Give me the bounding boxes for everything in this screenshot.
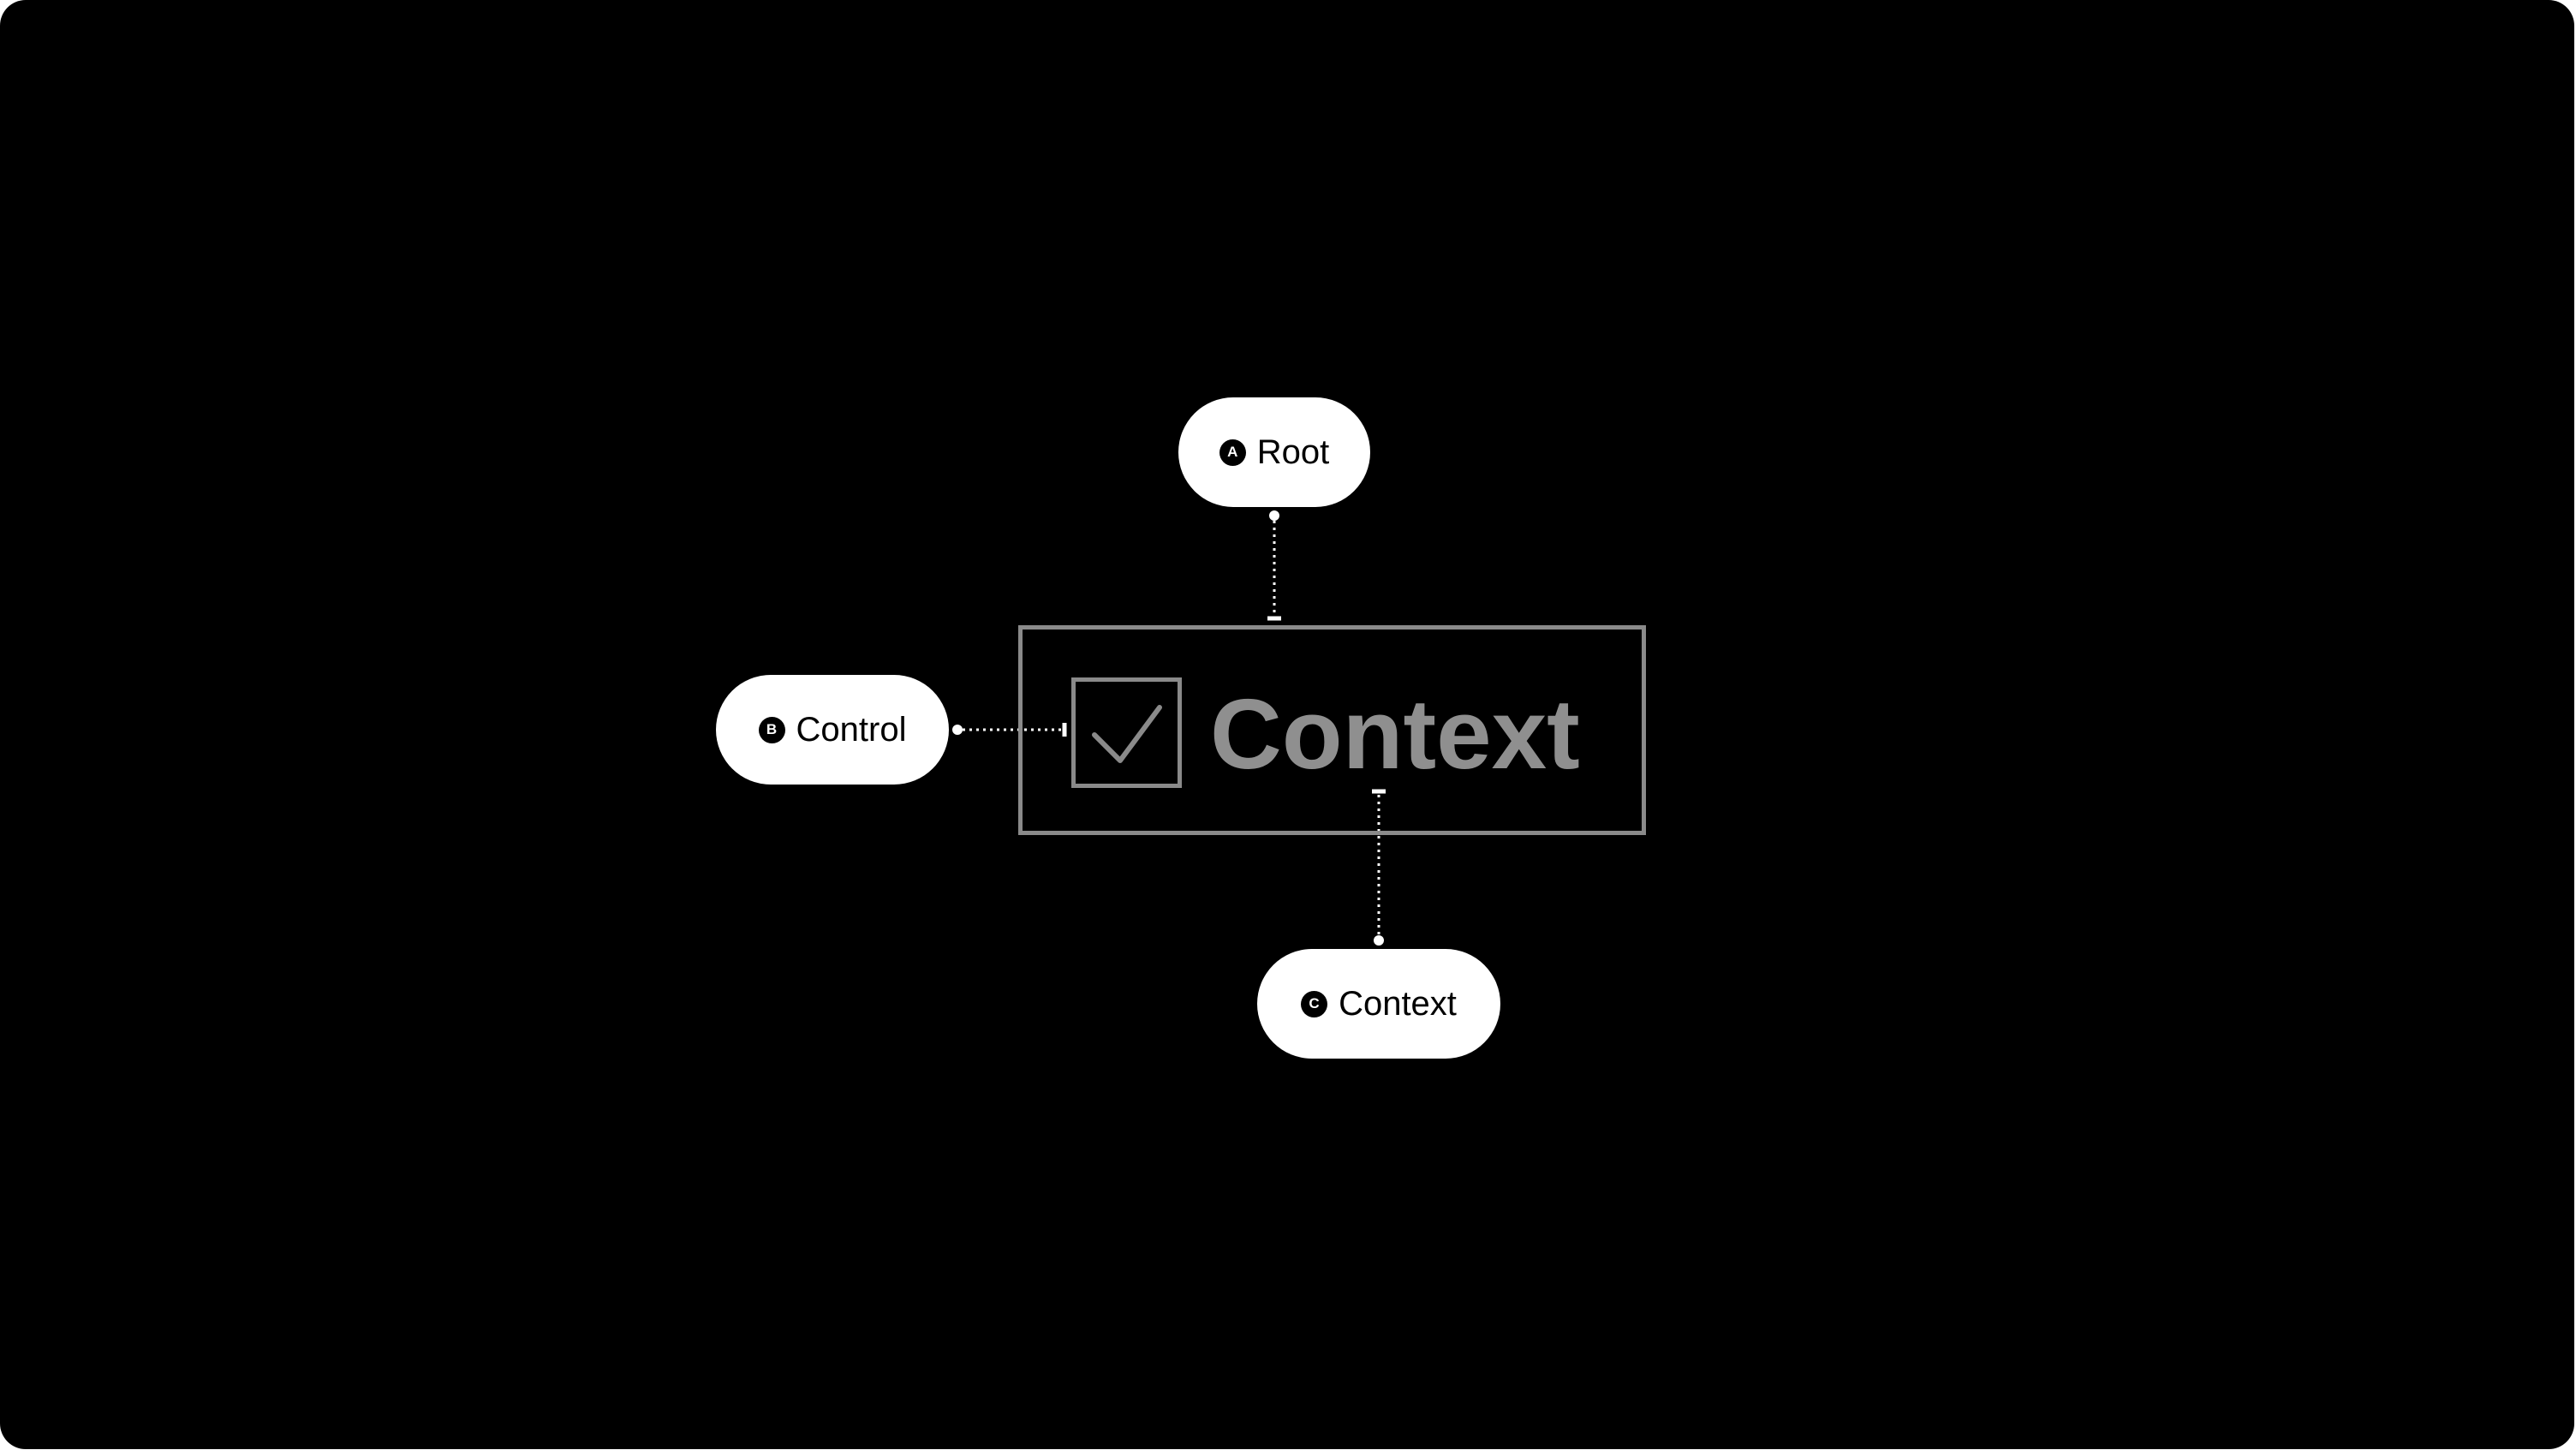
control-connector-dot	[952, 725, 963, 735]
context-connector	[1372, 789, 1386, 946]
context-text: Context	[1210, 678, 1580, 790]
checkbox	[1071, 677, 1182, 788]
context-label: C Context	[1257, 949, 1500, 1059]
root-connector-dot	[1269, 510, 1279, 521]
badge-c: C	[1301, 990, 1328, 1017]
badge-a: A	[1219, 439, 1246, 466]
root-connector	[1267, 510, 1281, 621]
root-label: A Root	[1178, 397, 1370, 507]
control-label: B Control	[716, 675, 949, 785]
context-label-text: Context	[1339, 984, 1457, 1023]
checkbox-component-outline: Context	[1018, 625, 1646, 835]
control-label-text: Control	[796, 710, 907, 749]
root-label-text: Root	[1256, 433, 1330, 471]
context-connector-dot	[1374, 935, 1384, 946]
checkmark-icon	[1092, 705, 1162, 763]
control-connector	[952, 723, 1067, 737]
badge-b: B	[758, 716, 785, 743]
